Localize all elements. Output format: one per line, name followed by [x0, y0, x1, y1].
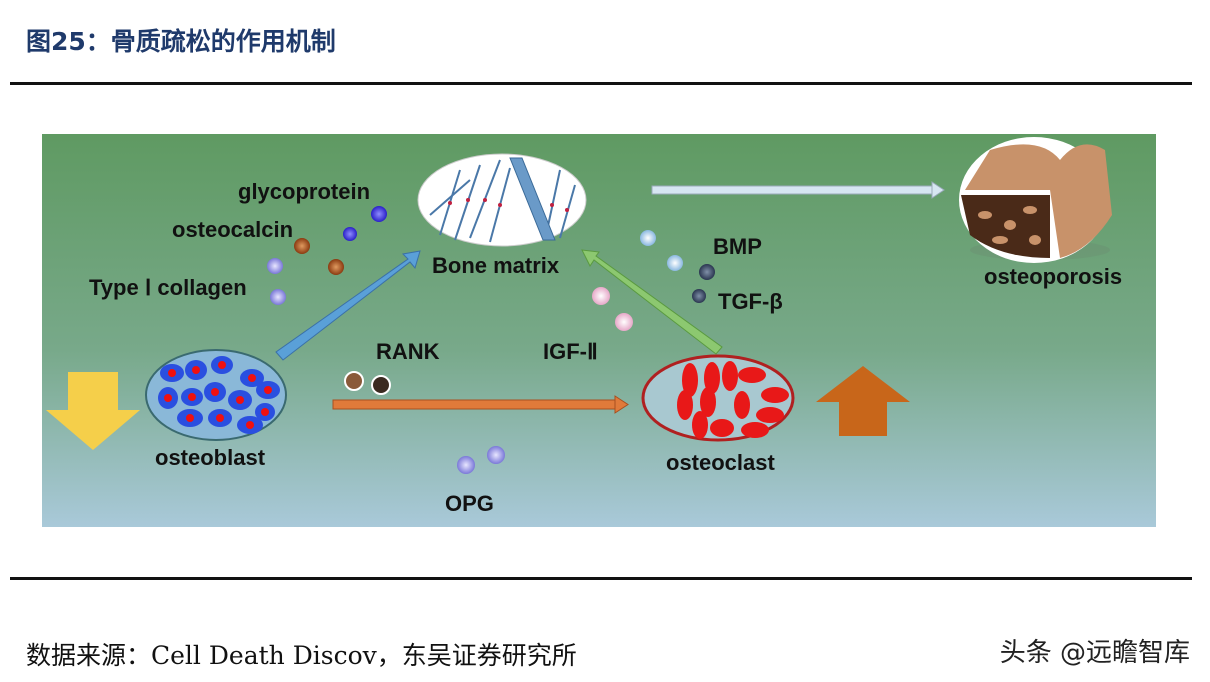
collagen-molecule-icon [267, 258, 283, 274]
label-glycoprotein: glycoprotein [238, 179, 370, 204]
osteoporosis-bone-image [959, 137, 1112, 263]
label-rank: RANK [376, 339, 440, 364]
arrow-osteoblast-to-bone-matrix [275, 250, 421, 361]
label-osteocalcin: osteocalcin [172, 217, 293, 242]
igf-molecule-icon [615, 313, 633, 331]
rank-molecule-icon [344, 371, 364, 391]
arrow-bone-matrix-to-osteoporosis [651, 181, 945, 199]
tgf-molecule-icon [699, 264, 715, 280]
opg-molecule-icon [457, 456, 475, 474]
label-opg: OPG [445, 491, 494, 516]
igf-molecule-icon [592, 287, 610, 305]
osteoclast-cells [641, 354, 795, 442]
label-tgf-beta: TGF-β [718, 289, 783, 314]
osteoblast-cells [145, 349, 287, 441]
label-igf2: IGF-Ⅱ [543, 339, 598, 364]
rank-molecule-icon [371, 375, 391, 395]
bmp-molecule-icon [640, 230, 656, 246]
glycoprotein-molecule-icon [371, 206, 387, 222]
top-divider [10, 82, 1192, 85]
label-osteoclast: osteoclast [666, 450, 775, 475]
osteocalcin-molecule-icon [328, 259, 344, 275]
osteocalcin-molecule-icon [294, 238, 310, 254]
arrow-osteoclast-to-bone-matrix [581, 249, 723, 355]
data-source: 数据来源：Cell Death Discov，东吴证券研究所 [26, 641, 577, 670]
watermark: 头条 @远瞻智库 [999, 638, 1190, 668]
increase-arrow-icon [816, 366, 910, 436]
bottom-divider [10, 577, 1192, 580]
collagen-molecule-icon [270, 289, 286, 305]
molecule-icons [267, 206, 715, 474]
bone-matrix-image [417, 153, 587, 247]
label-bone-matrix: Bone matrix [432, 253, 560, 278]
arrow-osteoblast-to-osteoclast [332, 395, 629, 414]
glycoprotein-molecule-icon [343, 227, 357, 241]
label-osteoblast: osteoblast [155, 445, 266, 470]
decrease-arrow-icon [46, 372, 140, 450]
opg-molecule-icon [487, 446, 505, 464]
bmp-molecule-icon [667, 255, 683, 271]
label-osteoporosis: osteoporosis [984, 264, 1122, 289]
figure-title: 图25：骨质疏松的作用机制 [26, 27, 336, 56]
label-type1-collagen: Type Ⅰ collagen [89, 275, 247, 300]
tgf-molecule-icon [692, 289, 706, 303]
label-bmp: BMP [713, 234, 762, 259]
